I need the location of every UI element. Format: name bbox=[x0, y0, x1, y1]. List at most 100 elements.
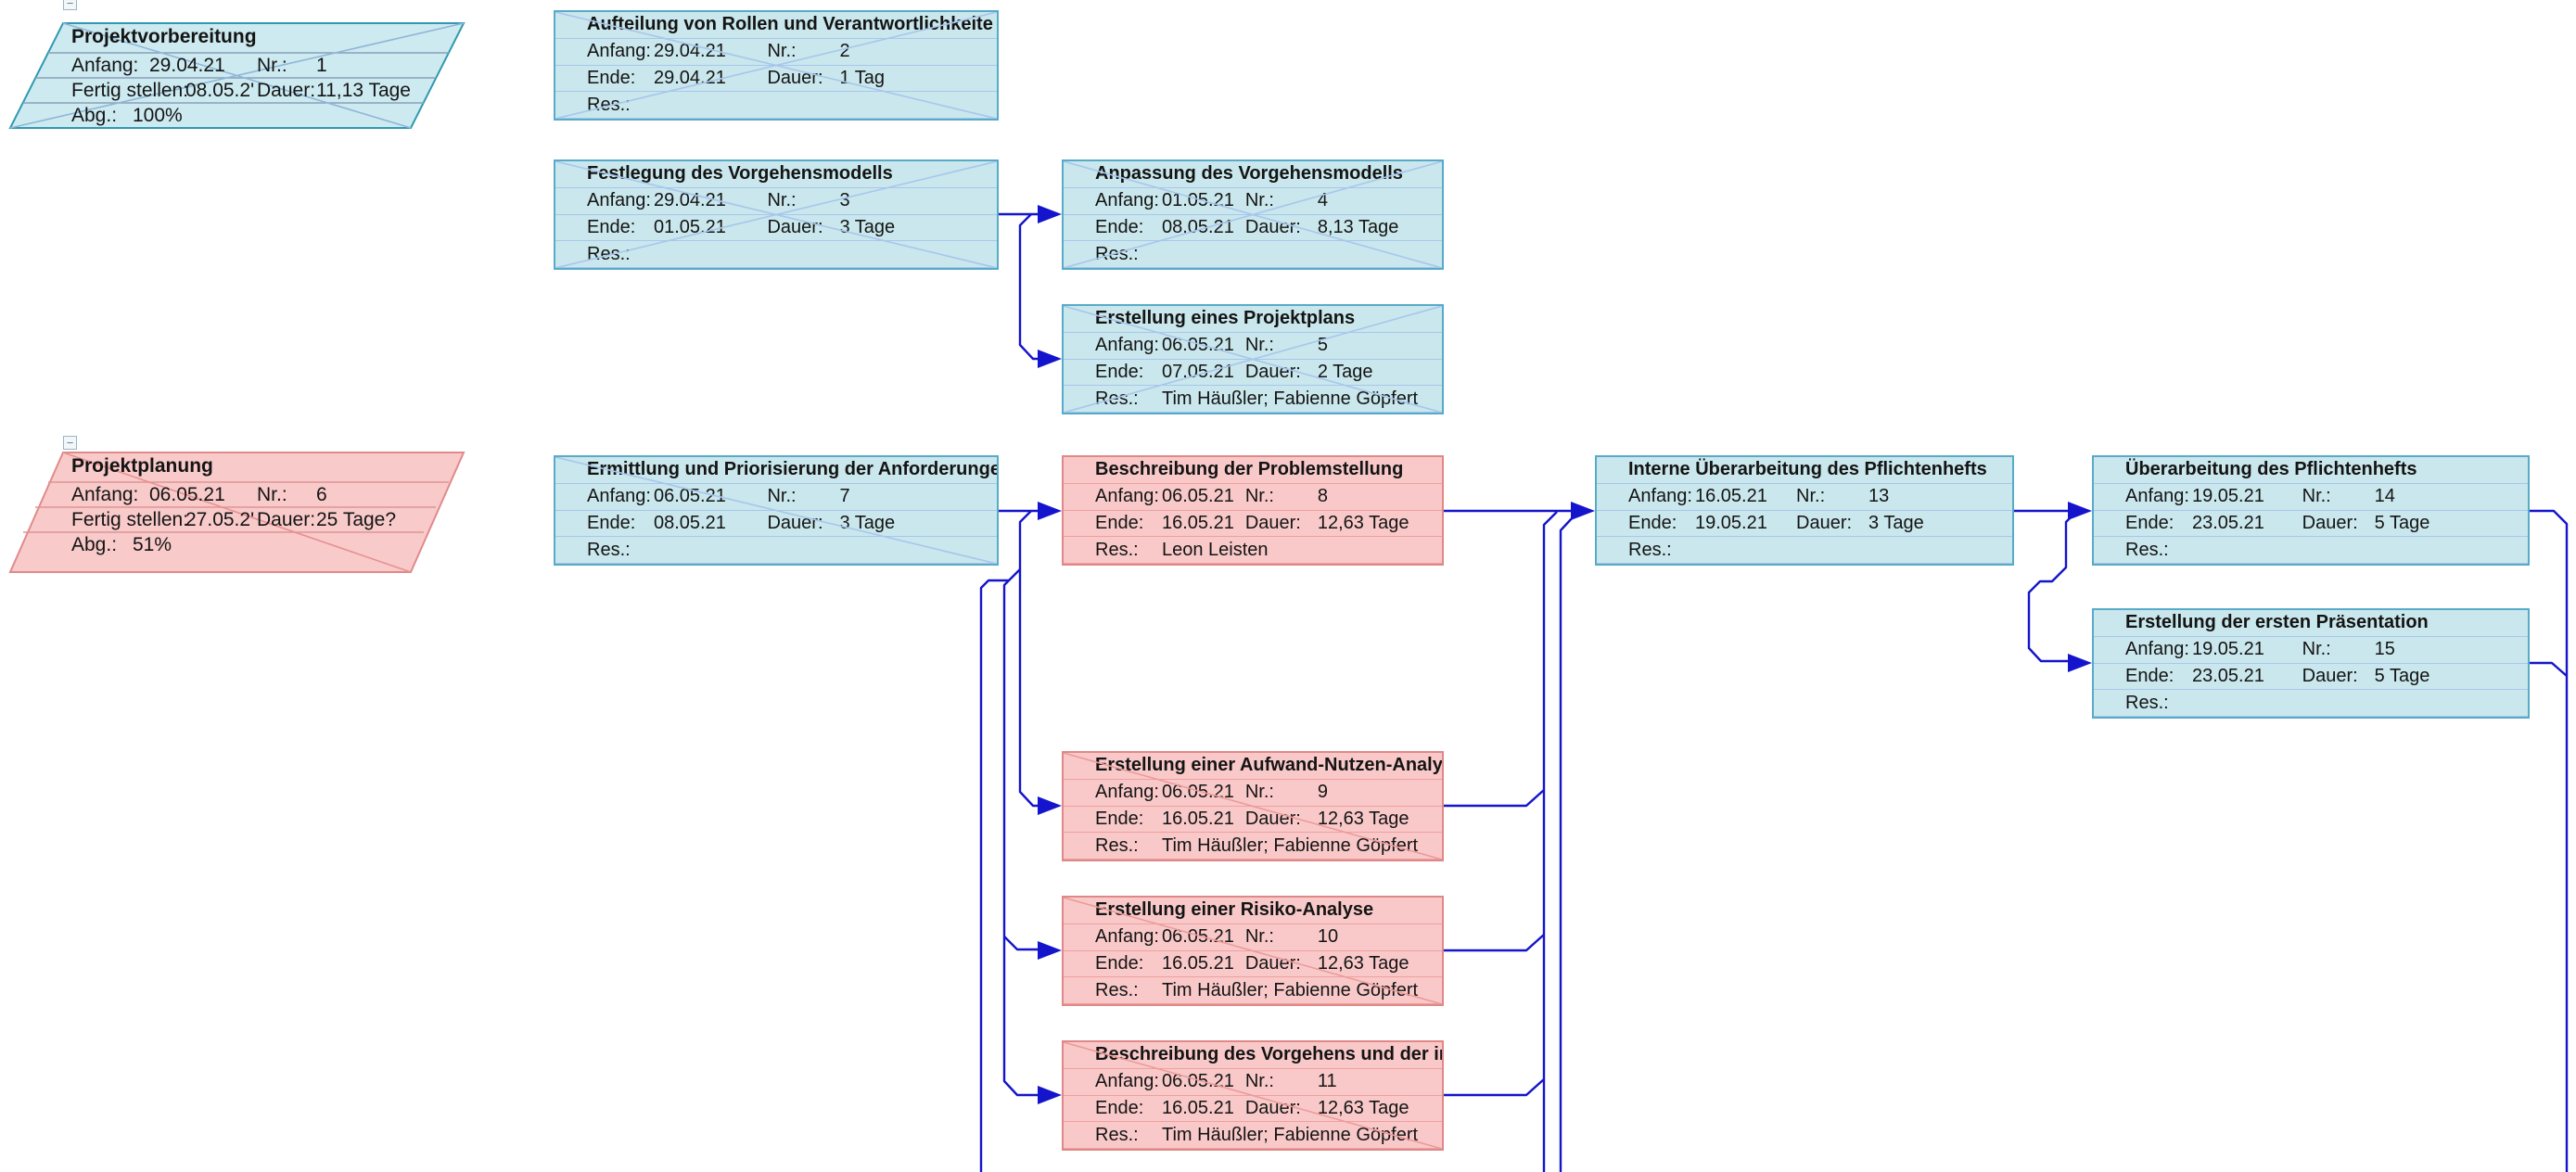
nr-cell: Nr.: 4 bbox=[1245, 190, 1328, 211]
duration-value: 1 Tag bbox=[839, 67, 886, 88]
end-value: 16.05.21 bbox=[1162, 1097, 1234, 1118]
percent-value: 51% bbox=[133, 534, 172, 555]
task-title-text: Erstellung eines Projektplans bbox=[1095, 308, 1356, 329]
task-row-resources: Res.: bbox=[1597, 537, 2012, 564]
task-row-end-duration: Ende: 23.05.21 Dauer: 5 Tage bbox=[2094, 511, 2528, 538]
dependency-link bbox=[1018, 510, 1053, 808]
task-row-end-duration: Ende: 08.05.21 Dauer: 8,13 Tage bbox=[1064, 215, 1442, 242]
task-row-end-duration: Ende: 08.05.21 Dauer: 3 Tage bbox=[555, 511, 997, 538]
duration-cell: Dauer: 5 Tage bbox=[2302, 666, 2430, 687]
nr-value: 13 bbox=[1868, 486, 1890, 507]
task-title-text: Beschreibung der Problemstellung bbox=[1095, 459, 1404, 480]
task-node-7[interactable]: Ermittlung und Priorisierung der Anforde… bbox=[554, 455, 999, 566]
summary-title: Projektvorbereitung bbox=[71, 26, 257, 47]
end-label: Ende: bbox=[2125, 512, 2174, 533]
task-row-end-duration: Ende: 29.04.21 Dauer: 1 Tag bbox=[555, 66, 997, 93]
resources-label: Res.: bbox=[1095, 979, 1139, 1000]
percent-value: 100% bbox=[133, 105, 183, 126]
summary-node-1[interactable] bbox=[8, 22, 465, 129]
nr-value: 4 bbox=[1317, 190, 1328, 211]
task-node-15[interactable]: Erstellung der ersten Präsentation Anfan… bbox=[2092, 608, 2530, 719]
nr-cell: Nr.: 10 bbox=[1245, 926, 1338, 948]
start-label: Anfang: bbox=[1095, 926, 1159, 948]
start-label: Anfang: bbox=[1095, 782, 1159, 803]
task-node-9[interactable]: Erstellung einer Aufwand-Nutzen-Analyse … bbox=[1062, 751, 1444, 861]
task-node-11[interactable]: Beschreibung des Vorgehens und der inter… bbox=[1062, 1040, 1444, 1151]
task-row-end-duration: Ende: 07.05.21 Dauer: 2 Tage bbox=[1064, 360, 1442, 387]
resources-label: Res.: bbox=[587, 243, 631, 264]
collapse-button[interactable]: − bbox=[63, 436, 77, 450]
resources-label: Res.: bbox=[2125, 539, 2169, 560]
task-title-text: Beschreibung des Vorgehens und der inter… bbox=[1095, 1044, 1442, 1065]
task-node-14[interactable]: Überarbeitung des Pflichtenhefts Anfang:… bbox=[2092, 455, 2530, 566]
task-title: Erstellung einer Aufwand-Nutzen-Analyse bbox=[1064, 753, 1442, 780]
nr-value: 9 bbox=[1317, 782, 1328, 803]
duration-cell: Dauer: 2 Tage bbox=[1245, 362, 1373, 383]
end-value: 19.05.21 bbox=[1695, 512, 1767, 533]
nr-label: Nr.: bbox=[257, 484, 287, 505]
end-value: 23.05.21 bbox=[2192, 512, 2264, 533]
task-node-8[interactable]: Beschreibung der Problemstellung Anfang:… bbox=[1062, 455, 1444, 566]
summary-node-6[interactable] bbox=[8, 452, 465, 573]
collapse-button[interactable]: − bbox=[63, 0, 77, 10]
resources-value: Leon Leisten bbox=[1162, 539, 1269, 560]
task-row-resources: Res.: Tim Häußler; Fabienne Göpfert bbox=[1064, 977, 1442, 1004]
start-label: Anfang: bbox=[71, 484, 139, 505]
task-title: Aufteilung von Rollen und Verantwortlich… bbox=[555, 12, 997, 39]
end-label: Ende: bbox=[1095, 952, 1144, 974]
start-value: 06.05.21 bbox=[1162, 335, 1234, 356]
task-title-text: Anpassung des Vorgehensmodells bbox=[1095, 163, 1403, 185]
task-title: Festlegung des Vorgehensmodells bbox=[555, 161, 997, 188]
nr-value: 15 bbox=[2374, 639, 2395, 660]
start-value: 06.05.21 bbox=[654, 486, 726, 507]
resources-label: Res.: bbox=[2125, 692, 2169, 713]
start-value: 06.05.21 bbox=[149, 484, 225, 505]
duration-cell: Dauer: 8,13 Tage bbox=[1245, 217, 1399, 238]
percent-label: Abg.: bbox=[71, 534, 118, 555]
task-row-start-nr: Anfang: 29.04.21 Nr.: 3 bbox=[555, 188, 997, 215]
task-node-10[interactable]: Erstellung einer Risiko-Analyse Anfang: … bbox=[1062, 896, 1444, 1006]
start-value: 19.05.21 bbox=[2192, 639, 2264, 660]
duration-value: 5 Tage bbox=[2374, 512, 2430, 533]
finish-label: Fertig stellen: bbox=[71, 509, 189, 530]
task-node-13[interactable]: Interne Überarbeitung des Pflichtenhefts… bbox=[1595, 455, 2014, 566]
end-value: 07.05.21 bbox=[1162, 361, 1234, 382]
duration-value: 3 Tage bbox=[839, 216, 896, 237]
task-title: Beschreibung der Problemstellung bbox=[1064, 457, 1442, 484]
duration-value: 12,63 Tage bbox=[1317, 808, 1409, 829]
dependency-arrowhead-icon bbox=[1038, 1086, 1062, 1104]
start-value: 29.04.21 bbox=[149, 55, 225, 76]
duration-label: Dauer: bbox=[767, 216, 823, 237]
nr-cell: Nr.: 14 bbox=[2302, 486, 2395, 507]
task-title-text: Erstellung einer Aufwand-Nutzen-Analyse bbox=[1095, 755, 1442, 776]
task-title: Anpassung des Vorgehensmodells bbox=[1064, 161, 1442, 188]
resources-label: Res.: bbox=[587, 539, 631, 560]
nr-label: Nr.: bbox=[767, 41, 797, 62]
task-title: Ermittlung und Priorisierung der Anforde… bbox=[555, 457, 997, 484]
nr-value: 7 bbox=[839, 486, 850, 507]
resources-value: Tim Häußler; Fabienne Göpfert bbox=[1162, 1124, 1419, 1145]
summary-progress-mark bbox=[9, 22, 465, 129]
start-label: Anfang: bbox=[587, 41, 651, 62]
task-row-end-duration: Ende: 16.05.21 Dauer: 12,63 Tage bbox=[1064, 1096, 1442, 1123]
task-row-start-nr: Anfang: 19.05.21 Nr.: 15 bbox=[2094, 637, 2528, 664]
task-node-2[interactable]: Aufteilung von Rollen und Verantwortlich… bbox=[554, 10, 999, 121]
task-title-text: Erstellung einer Risiko-Analyse bbox=[1095, 899, 1374, 921]
task-node-5[interactable]: Erstellung eines Projektplans Anfang: 06… bbox=[1062, 304, 1444, 414]
task-node-4[interactable]: Anpassung des Vorgehensmodells Anfang: 0… bbox=[1062, 159, 1444, 270]
task-row-resources: Res.: Tim Häußler; Fabienne Göpfert bbox=[1064, 1122, 1442, 1149]
nr-cell: Nr.: 15 bbox=[2302, 639, 2395, 660]
task-row-start-nr: Anfang: 06.05.21 Nr.: 5 bbox=[1064, 333, 1442, 360]
task-row-start-nr: Anfang: 06.05.21 Nr.: 8 bbox=[1064, 484, 1442, 511]
dependency-arrowhead-icon bbox=[1571, 502, 1595, 520]
dependency-link bbox=[1003, 936, 1053, 951]
dependency-arrowhead-icon bbox=[1038, 796, 1062, 815]
duration-value: 5 Tage bbox=[2374, 665, 2430, 686]
nr-cell: Nr.: 9 bbox=[1245, 782, 1328, 803]
duration-cell: Dauer: 3 Tage bbox=[1796, 513, 1924, 534]
dependency-arrowhead-icon bbox=[1038, 941, 1062, 960]
end-value: 16.05.21 bbox=[1162, 808, 1234, 829]
task-node-3[interactable]: Festlegung des Vorgehensmodells Anfang: … bbox=[554, 159, 999, 270]
nr-label: Nr.: bbox=[767, 190, 797, 211]
